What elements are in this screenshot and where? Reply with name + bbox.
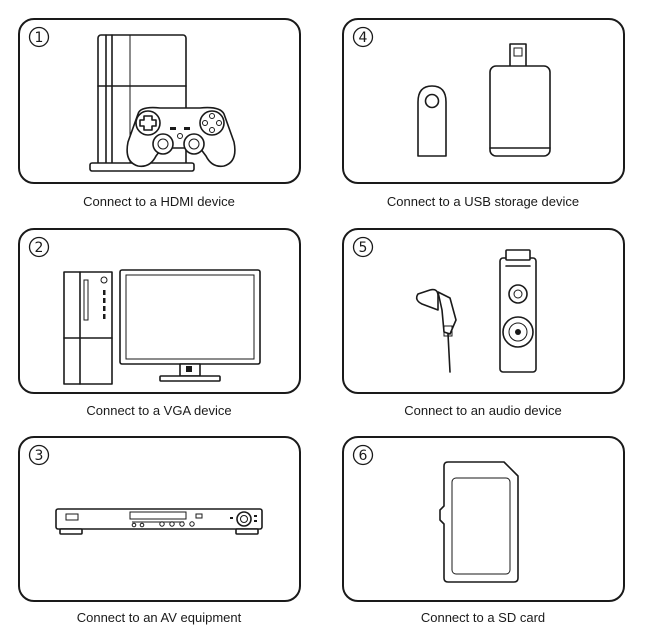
panel-hdmi: 1 [18, 18, 301, 184]
caption-vga: Connect to a VGA device [86, 403, 232, 418]
number-badge: 6 [352, 444, 374, 466]
panel-audio: 5 [342, 228, 625, 394]
caption-av: Connect to an AV equipment [76, 610, 242, 625]
svg-text:1: 1 [35, 30, 44, 46]
number-badge: 3 [28, 444, 50, 466]
caption-sd: Connect to a SD card [420, 610, 546, 625]
svg-text:3: 3 [35, 448, 44, 464]
panel-sd: 6 [342, 436, 625, 602]
caption-hdmi: Connect to a HDMI device [83, 194, 235, 209]
number-badge: 4 [352, 26, 374, 48]
svg-text:2: 2 [35, 240, 44, 256]
caption-audio: Connect to an audio device [404, 403, 562, 418]
sd-card-icon [439, 461, 519, 583]
number-badge: 2 [28, 236, 50, 258]
desktop-computer-icon [63, 269, 261, 385]
panel-vga: 2 [18, 228, 301, 394]
svg-text:4: 4 [359, 30, 368, 46]
svg-text:5: 5 [359, 240, 368, 256]
number-badge: 1 [28, 26, 50, 48]
number-badge: 5 [352, 236, 374, 258]
svg-text:6: 6 [359, 448, 368, 464]
panel-av: 3 [18, 436, 301, 602]
usb-storage-icon [417, 43, 551, 157]
caption-usb: Connect to a USB storage device [386, 194, 580, 209]
game-console-icon [89, 34, 236, 172]
panel-usb: 4 [342, 18, 625, 184]
av-receiver-icon [55, 508, 263, 535]
audio-device-icon [415, 249, 537, 373]
